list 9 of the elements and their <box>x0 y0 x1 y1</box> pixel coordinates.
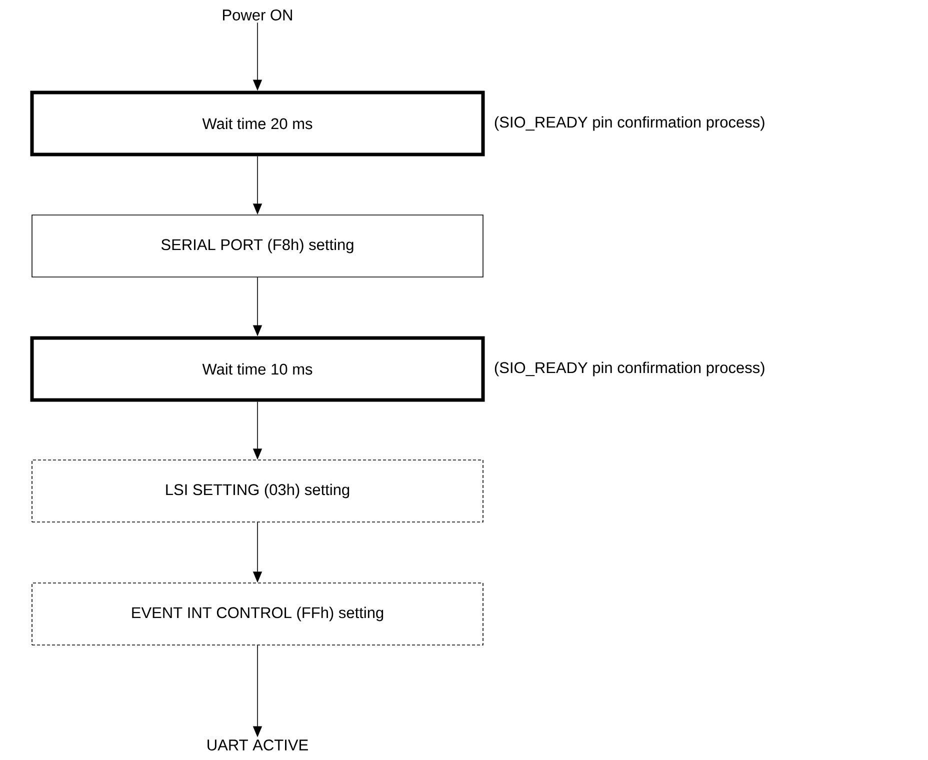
process-box: Wait time 20 ms <box>30 90 485 156</box>
flow-label: UART ACTIVE <box>208 740 308 750</box>
process-box: SERIAL PORT (F8h) setting <box>32 214 484 278</box>
process-box: Wait time 10 ms <box>30 336 485 402</box>
side-note: (SIO_READY pin confirmation process) <box>494 362 764 376</box>
flow-label: Power ON <box>223 10 292 20</box>
side-note: (SIO_READY pin confirmation process) <box>494 116 764 131</box>
process-box: LSI SETTING (03h) setting <box>32 460 484 522</box>
process-box: EVENT INT CONTROL (FFh) setting <box>32 582 484 646</box>
